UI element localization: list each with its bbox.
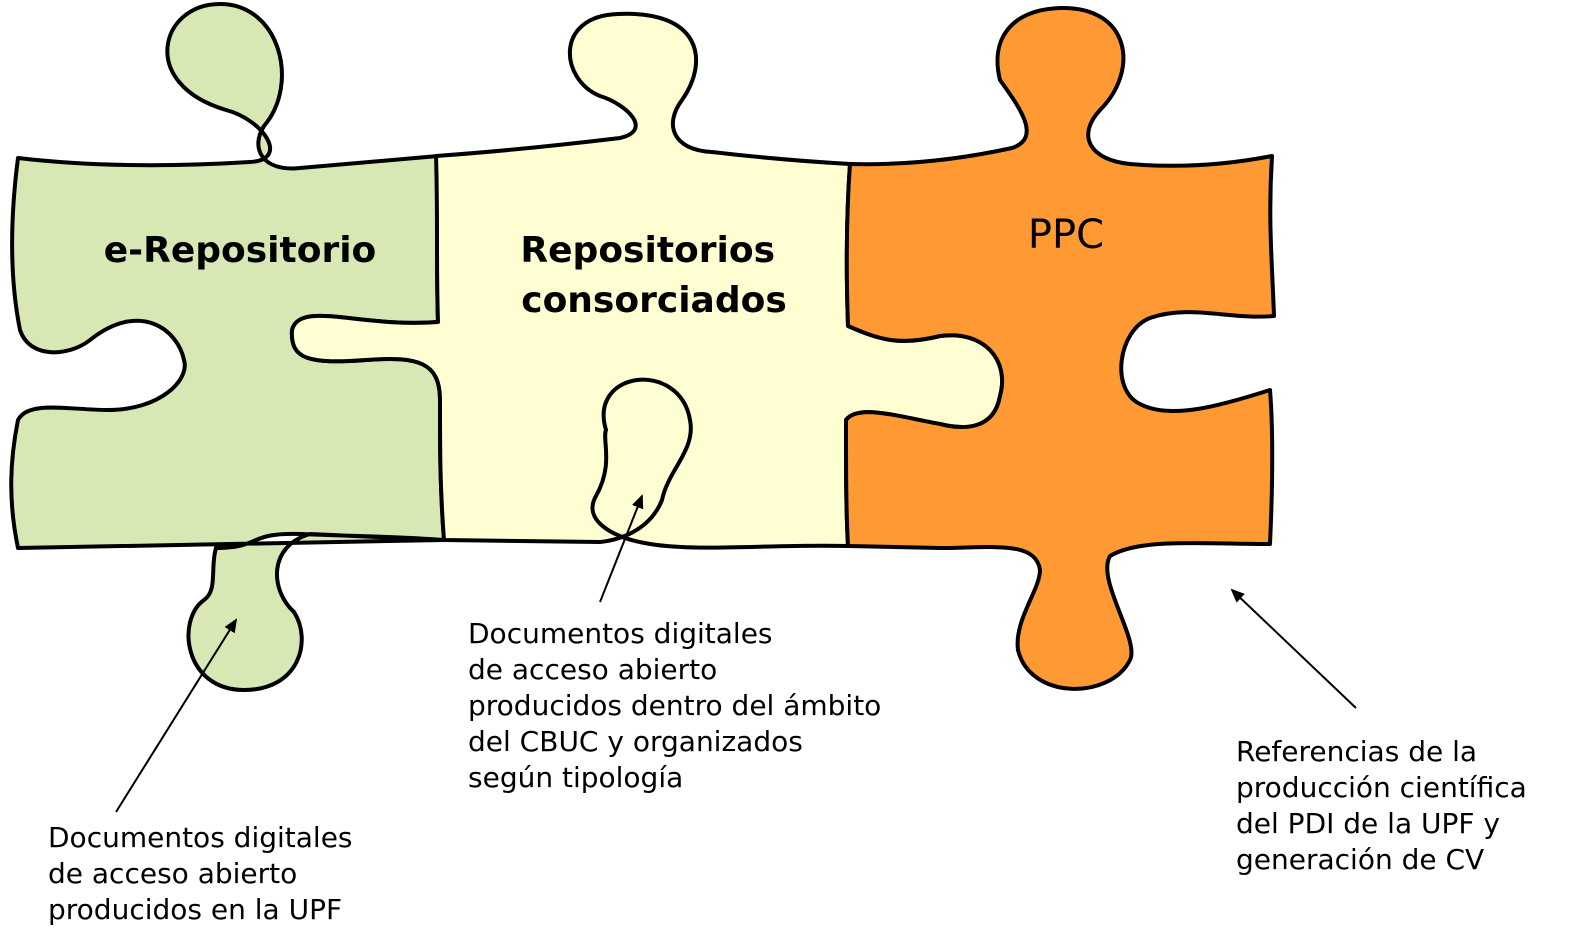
piece-title-ppc: PPC (1028, 212, 1104, 258)
arrow-e-repositorio (115, 618, 238, 813)
caption-e-repositorio: Documentos digitales de acceso abierto p… (48, 821, 353, 926)
puzzle-piece-ppc (844, 5, 1276, 691)
caption-ppc: Referencias de la producción científica … (1236, 735, 1527, 876)
arrow-consorciados (599, 494, 644, 603)
arrow-ppc (1230, 588, 1357, 709)
piece-title-e-repositorio: e-Repositorio (104, 230, 377, 271)
caption-repositorios-consorciados: Documentos digitales de acceso abierto p… (468, 617, 882, 794)
piece-title-repositorios-consorciados: Repositorios consorciados (520, 230, 787, 321)
